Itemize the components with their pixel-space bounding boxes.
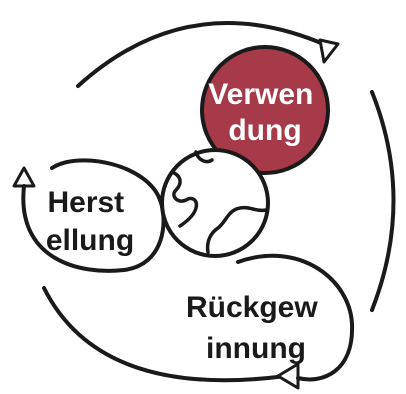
production-label-line1: Herst: [47, 186, 124, 219]
use-node: [200, 45, 330, 175]
svg-text:Herst ellung: Herst ellung: [46, 186, 134, 257]
recovery-label-line2: innung: [206, 332, 306, 365]
globe-icon: [160, 148, 270, 258]
arrowhead-icon: [12, 166, 36, 188]
arrowhead-icon: [276, 362, 300, 390]
recovery-node: [236, 253, 355, 382]
cycle-arc-top: [76, 21, 330, 88]
arrowhead-icon: [318, 38, 340, 64]
svg-text:Verwen dung: Verwen dung: [208, 78, 321, 147]
production-node: [21, 158, 166, 273]
production-label-line2: ellung: [46, 224, 134, 257]
use-label-line1: Verwen: [208, 78, 313, 111]
svg-text:Rückgew innung: Rückgew innung: [186, 291, 326, 365]
cycle-arc-right: [370, 90, 396, 312]
cycle-arc-left: [42, 286, 288, 383]
recovery-label-line1: Rückgew: [186, 291, 318, 324]
use-label-line2: dung: [228, 114, 301, 147]
